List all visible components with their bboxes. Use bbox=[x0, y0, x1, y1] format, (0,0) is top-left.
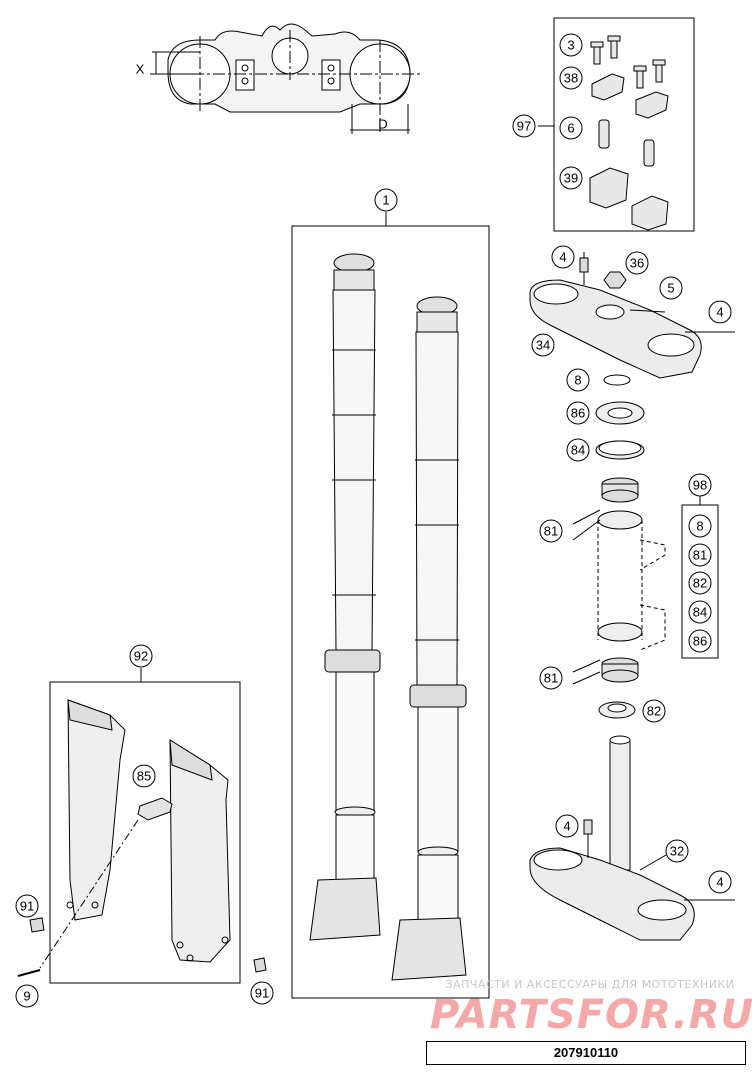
kit-98-item: 86 bbox=[693, 634, 707, 649]
callout-34: 34 bbox=[536, 338, 550, 353]
screw-91-left-shape bbox=[29, 917, 45, 933]
fork-guard-kit-frame bbox=[49, 681, 241, 984]
callout-4-b: 4 bbox=[716, 305, 723, 320]
fork-leg-left bbox=[309, 253, 381, 941]
kit-98-item: 82 bbox=[693, 576, 707, 591]
callout-84: 84 bbox=[571, 443, 585, 458]
kit-97-parts bbox=[589, 35, 669, 231]
triple-clamp-dimension-view bbox=[150, 23, 420, 134]
fork-leg-right bbox=[391, 296, 467, 981]
callout-9: 9 bbox=[23, 989, 30, 1004]
callouts: X D 1 3 38 97 6 39 4 36 5 4 34 8 86 84 9… bbox=[15, 33, 732, 1008]
fork-assembly-frame bbox=[291, 225, 490, 999]
callout-81-a: 81 bbox=[544, 524, 558, 539]
callout-36: 36 bbox=[630, 256, 644, 271]
fork-guard-right bbox=[169, 739, 231, 963]
guard-clip-85-shape bbox=[137, 797, 173, 821]
ring-84-shape bbox=[595, 440, 645, 460]
callout-39: 39 bbox=[564, 171, 578, 186]
kit-98-item: 81 bbox=[693, 548, 707, 563]
diagram-part-number: 207910110 bbox=[426, 1041, 746, 1065]
callout-8: 8 bbox=[574, 373, 581, 388]
fork-guard-left bbox=[66, 699, 126, 921]
kit-98-item: 8 bbox=[696, 519, 703, 534]
kit-98-item: 84 bbox=[693, 605, 707, 620]
callout-98: 98 bbox=[693, 478, 707, 493]
callout-82: 82 bbox=[647, 704, 661, 719]
callout-97: 97 bbox=[517, 119, 531, 134]
callout-3: 3 bbox=[567, 38, 574, 53]
callout-1: 1 bbox=[382, 193, 389, 208]
oring-8-shape bbox=[603, 374, 631, 386]
callout-4-c: 4 bbox=[563, 819, 570, 834]
bearing-81-upper-shape bbox=[601, 477, 639, 503]
callout-5: 5 bbox=[667, 281, 674, 296]
callout-38: 38 bbox=[564, 71, 578, 86]
watermark-logo: PARTSFOR.RU bbox=[430, 992, 752, 1038]
callout-91-a: 91 bbox=[20, 899, 34, 914]
seal-86-shape bbox=[595, 401, 645, 425]
lower-triple-clamp bbox=[529, 735, 735, 941]
callout-4-a: 4 bbox=[559, 250, 566, 265]
callout-86: 86 bbox=[571, 406, 585, 421]
bearing-81-lower-shape bbox=[601, 657, 639, 683]
dimension-d-label: D bbox=[378, 117, 387, 132]
callout-81-b: 81 bbox=[544, 671, 558, 686]
seal-82-shape bbox=[598, 701, 636, 719]
upper-triple-clamp bbox=[529, 252, 735, 379]
dimension-x-label: X bbox=[136, 62, 145, 77]
screw-91-right-shape bbox=[253, 957, 267, 973]
watermark-tagline: ЗАПЧАСТИ И АКСЕССУАРЫ ДЛЯ МОТОТЕХНИКИ bbox=[445, 978, 735, 991]
callout-6: 6 bbox=[567, 121, 574, 136]
steering-head-tube bbox=[597, 510, 666, 651]
callout-92: 92 bbox=[134, 649, 148, 664]
callout-85: 85 bbox=[137, 769, 151, 784]
kit-97-frame bbox=[553, 17, 695, 232]
callout-91-b: 91 bbox=[255, 986, 269, 1001]
callout-4-d: 4 bbox=[716, 875, 723, 890]
callout-32: 32 bbox=[670, 844, 684, 859]
